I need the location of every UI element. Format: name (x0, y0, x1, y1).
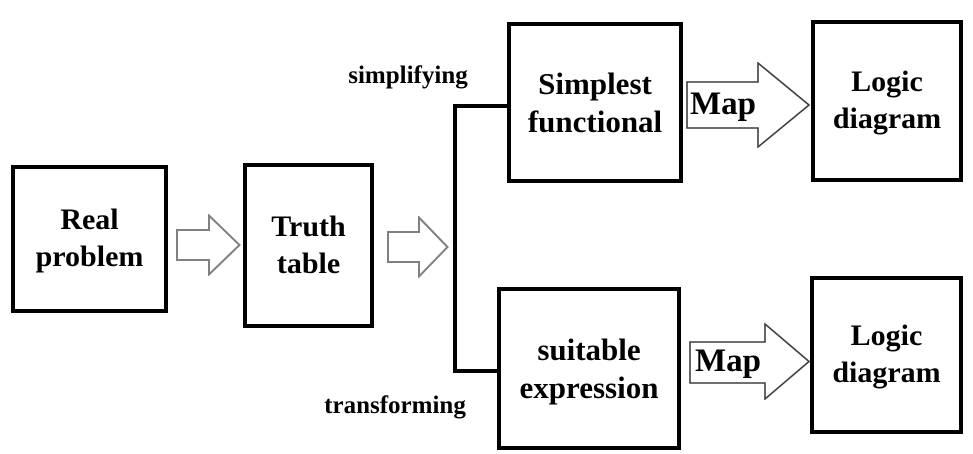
truth-table-box: Truth table (243, 163, 374, 328)
logic-diagram-bottom-label-line1: Logic (850, 319, 923, 353)
logic-diagram-bottom-label-line2: diagram (832, 356, 941, 389)
map-label-bottom: Map (695, 343, 761, 379)
real-problem-label-line1: Real (60, 203, 119, 237)
transforming-label: transforming (324, 392, 466, 419)
logic-diagram-top-label-line1: Logic (851, 65, 923, 99)
simplest-functional-box: Simplest functional (507, 22, 683, 183)
simplifying-label: simplifying (348, 62, 468, 89)
truth-table-label-line2: table (276, 246, 341, 280)
map-label-top: Map (690, 86, 756, 122)
map-arrow-icon (689, 323, 810, 400)
logic-diagram-bottom-box: Logic diagram (810, 276, 963, 434)
branch-connector-vertical (453, 104, 457, 373)
right-arrow-icon (176, 214, 241, 276)
right-arrow-icon (387, 216, 449, 278)
logic-diagram-top-label-line2: diagram (832, 102, 942, 135)
suitable-expression-label-line1: suitable (537, 331, 641, 367)
simplest-functional-label-line1: Simplest (538, 65, 652, 101)
map-arrow-icon (686, 62, 810, 148)
real-problem-box: Real problem (11, 165, 168, 313)
real-problem-label-line2: problem (35, 240, 144, 273)
suitable-expression-box: suitable expression (497, 287, 681, 450)
branch-connector-bottom (453, 369, 499, 373)
branch-connector-top (453, 104, 509, 108)
map-arrow-bottom: Map (689, 323, 810, 400)
flow-arrow-real-to-truth (176, 214, 241, 276)
map-arrow-top: Map (686, 62, 810, 148)
logic-diagram-top-box: Logic diagram (811, 20, 963, 182)
simplest-functional-label-line2: functional (527, 103, 663, 139)
suitable-expression-label-line2: expression (519, 369, 659, 405)
flow-arrow-truth-to-branch (387, 216, 449, 278)
truth-table-label-line1: Truth (271, 209, 346, 243)
